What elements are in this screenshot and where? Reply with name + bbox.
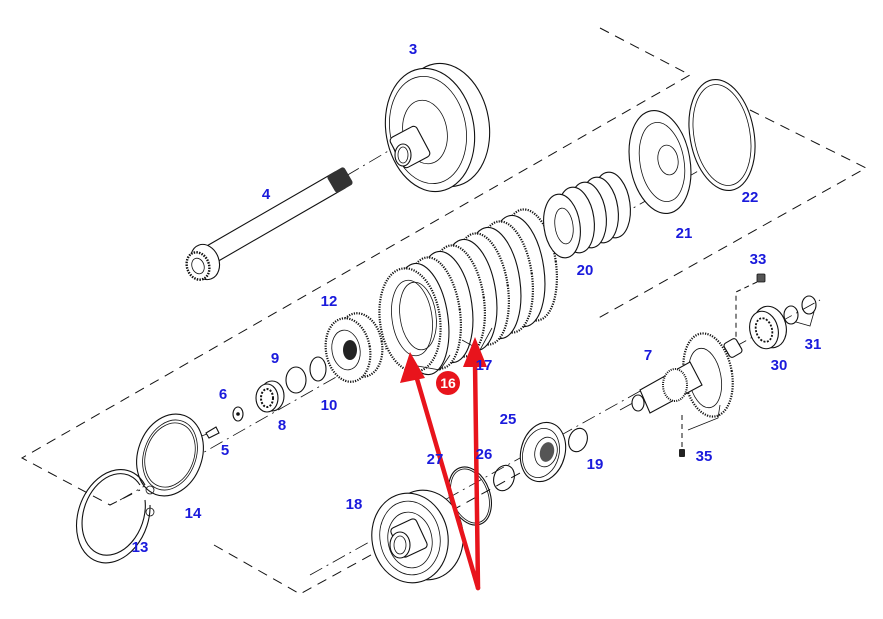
- label-18[interactable]: 18: [346, 496, 363, 513]
- label-19[interactable]: 19: [587, 456, 604, 473]
- part-20-spring-washers[interactable]: [540, 170, 635, 260]
- part-16-17-disc-pack[interactable]: [373, 206, 563, 378]
- part-3-clutch-drum[interactable]: [376, 56, 499, 198]
- label-13[interactable]: 13: [132, 539, 149, 556]
- label-8[interactable]: 8: [278, 417, 286, 434]
- part-14-cover-plate[interactable]: [126, 405, 215, 506]
- part-31-o-rings[interactable]: [783, 295, 817, 327]
- arrow-right: [472, 359, 481, 591]
- part-labels: 3 4 5 6 7 8 9 10 12 13 14 17 18 19 20 21…: [132, 41, 822, 556]
- part-26-seal-ring[interactable]: [490, 462, 518, 493]
- label-4[interactable]: 4: [262, 186, 271, 203]
- part-8-bearing[interactable]: [255, 380, 285, 413]
- arrow-left-head: [400, 352, 425, 383]
- part-18-piston[interactable]: [365, 484, 470, 589]
- label-26[interactable]: 26: [476, 446, 493, 463]
- part-22-shim[interactable]: [681, 74, 763, 195]
- label-27[interactable]: 27: [427, 451, 444, 468]
- part-13-circlip[interactable]: [75, 469, 155, 564]
- label-21[interactable]: 21: [676, 225, 693, 242]
- part-19-o-ring[interactable]: [565, 426, 590, 455]
- label-30[interactable]: 30: [771, 357, 788, 374]
- part-7-gear-shaft[interactable]: [631, 329, 743, 431]
- label-3[interactable]: 3: [409, 41, 417, 58]
- assembly-outline-lower: [213, 109, 868, 595]
- part-9-snap-ring[interactable]: [285, 366, 307, 394]
- part-16-badge[interactable]: 16: [436, 371, 460, 395]
- label-14[interactable]: 14: [185, 505, 202, 522]
- arrow-left: [412, 369, 481, 591]
- part-6-washer[interactable]: [232, 406, 244, 422]
- label-7[interactable]: 7: [644, 347, 652, 364]
- label-20[interactable]: 20: [577, 262, 594, 279]
- badge-label-16: 16: [440, 375, 456, 391]
- part-30-roller-bearing[interactable]: [746, 303, 791, 352]
- label-9[interactable]: 9: [271, 350, 279, 367]
- arrow-right-head: [463, 337, 487, 367]
- label-6[interactable]: 6: [219, 386, 227, 403]
- label-25[interactable]: 25: [500, 411, 517, 428]
- label-22[interactable]: 22: [742, 189, 759, 206]
- part-35-plug-lower[interactable]: [679, 415, 685, 457]
- label-17[interactable]: 17: [476, 357, 493, 374]
- part-25-hub[interactable]: [514, 417, 572, 486]
- label-10[interactable]: 10: [321, 397, 338, 414]
- label-31[interactable]: 31: [805, 336, 822, 353]
- part-21-pressure-plate[interactable]: [621, 106, 698, 219]
- axis-lower: [309, 379, 661, 576]
- label-33[interactable]: 33: [750, 251, 767, 268]
- part-10-retaining-ring[interactable]: [309, 356, 327, 382]
- assembly-outline-upper: [20, 27, 692, 506]
- label-12[interactable]: 12: [321, 293, 338, 310]
- part-33-plug[interactable]: [735, 273, 766, 340]
- label-35[interactable]: 35: [696, 448, 713, 465]
- highlight-arrows: [400, 337, 487, 591]
- part-12-gear[interactable]: [321, 310, 387, 386]
- part-4-shaft[interactable]: [183, 166, 354, 283]
- label-5[interactable]: 5: [221, 442, 229, 459]
- badge-circle: [436, 371, 460, 395]
